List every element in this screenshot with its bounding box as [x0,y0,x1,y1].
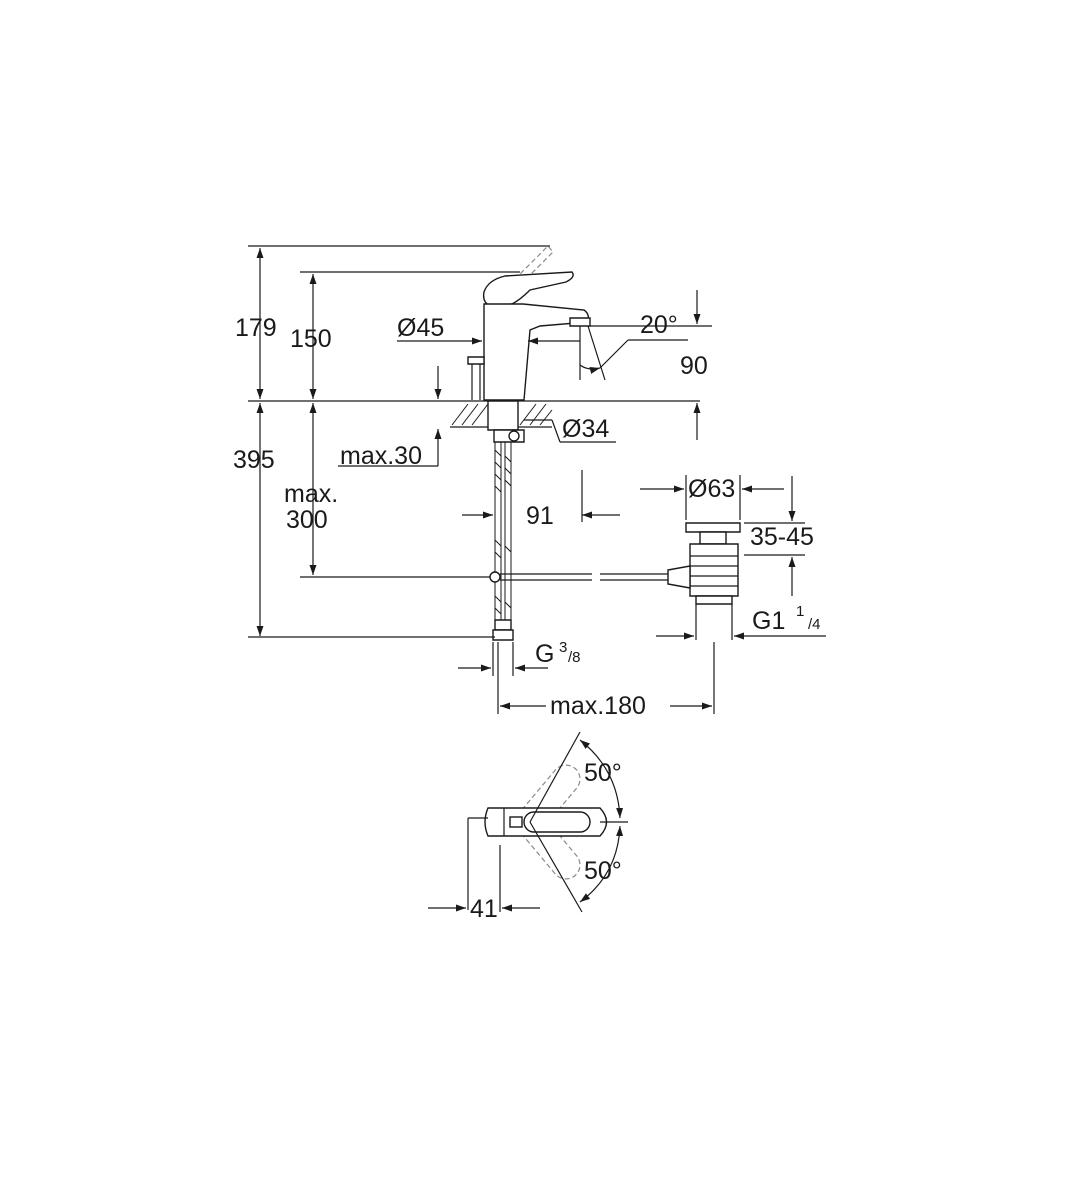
flexible-hoses [492,442,514,641]
label-shank-diameter: Ø34 [562,415,609,443]
label-max-rod: max.180 [550,692,646,720]
popup-rod [489,571,668,583]
popup-rod-knob [467,356,485,365]
label-spout-height: 150 [290,325,332,353]
label-waste-thread: G1 [752,607,785,635]
label-max-hose-lower: 300 [286,506,328,534]
label-max-deck-thickness: max.30 [340,442,422,470]
label-hose-thread-den: /8 [568,649,581,666]
label-waste-adjust: 35-45 [750,523,814,551]
tap-top-view [428,731,628,913]
label-waste-diameter: Ø63 [688,475,735,503]
dimension-lines [248,248,826,714]
label-body-diameter: Ø45 [397,314,444,342]
tap-side-view [248,245,591,401]
label-below-deck: 395 [233,446,275,474]
lever [482,271,574,307]
label-total-height: 179 [235,314,277,342]
label-hose-thread-num: 3 [559,639,567,656]
label-max-hose-upper: max. [284,480,338,508]
label-handle-angle-bottom: 50° [584,857,622,885]
label-handle-depth: 41 [470,895,498,923]
label-handle-angle-top: 50° [584,759,622,787]
label-hose-thread: G [535,640,554,668]
label-spout-angle: 20° [640,311,678,339]
label-waste-thread-num: 1 [796,603,804,620]
dimension-labels: 179 150 Ø45 20° 90 Ø34 395 max.30 max. 3… [233,311,821,923]
label-hose-offset: 91 [526,502,554,530]
waste-valve [667,522,741,640]
label-waste-thread-den: /4 [808,616,821,633]
deck [248,400,700,443]
label-spout-reach: 90 [680,352,708,380]
